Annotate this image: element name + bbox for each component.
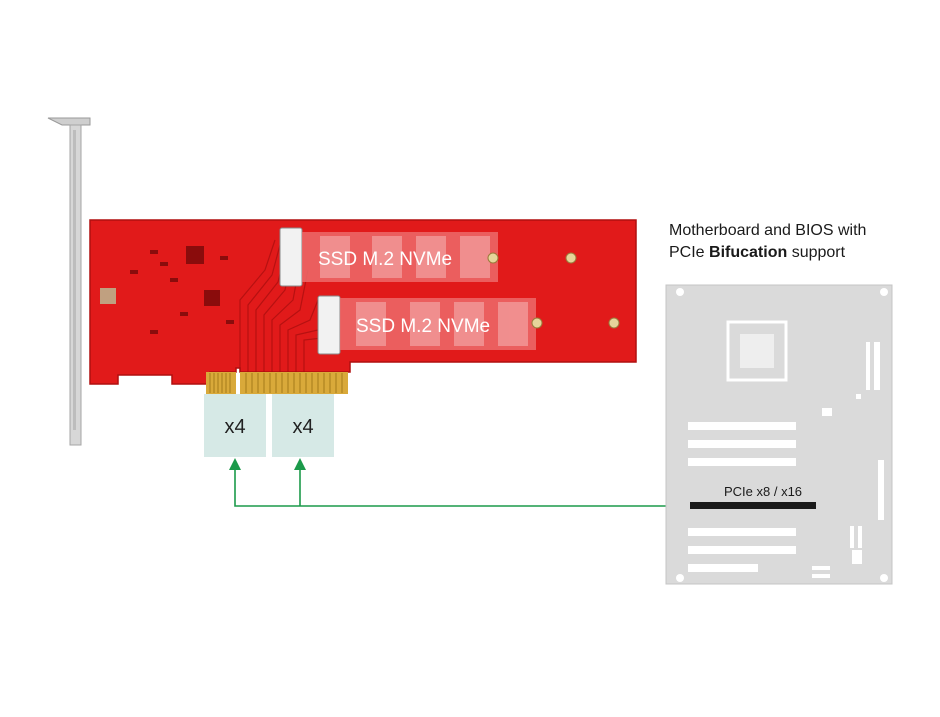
caption-bold: Bifucation <box>709 244 788 261</box>
connection-arrows <box>234 466 690 507</box>
pcie-slot <box>690 502 816 509</box>
pcie-slot-label: PCIe x8 / x16 <box>724 484 802 499</box>
lane-label-1: x4 <box>224 416 245 438</box>
adapter-card: SSD M.2 NVMe SSD M.2 NVMe <box>89 219 637 394</box>
motherboard: PCIe x8 / x16 <box>665 284 893 585</box>
caption-suffix: support <box>791 244 846 261</box>
ssd-label-bottom: SSD M.2 NVMe <box>356 316 490 337</box>
lane-box-2 <box>272 394 334 457</box>
motherboard-caption: Motherboard and BIOS with PCIe Bifucatio… <box>669 220 929 264</box>
lane-box-1 <box>204 394 266 457</box>
edge-connector <box>206 372 348 394</box>
lane-label-2: x4 <box>292 416 313 438</box>
ssd-label-top: SSD M.2 NVMe <box>318 249 452 270</box>
caption-line-1: Motherboard and BIOS with <box>669 222 867 239</box>
arrow-head-1 <box>229 458 241 470</box>
caption-line-2: PCIe Bifucation support <box>669 242 929 264</box>
arrow-head-2 <box>294 458 306 470</box>
caption-prefix: PCIe <box>669 244 705 261</box>
